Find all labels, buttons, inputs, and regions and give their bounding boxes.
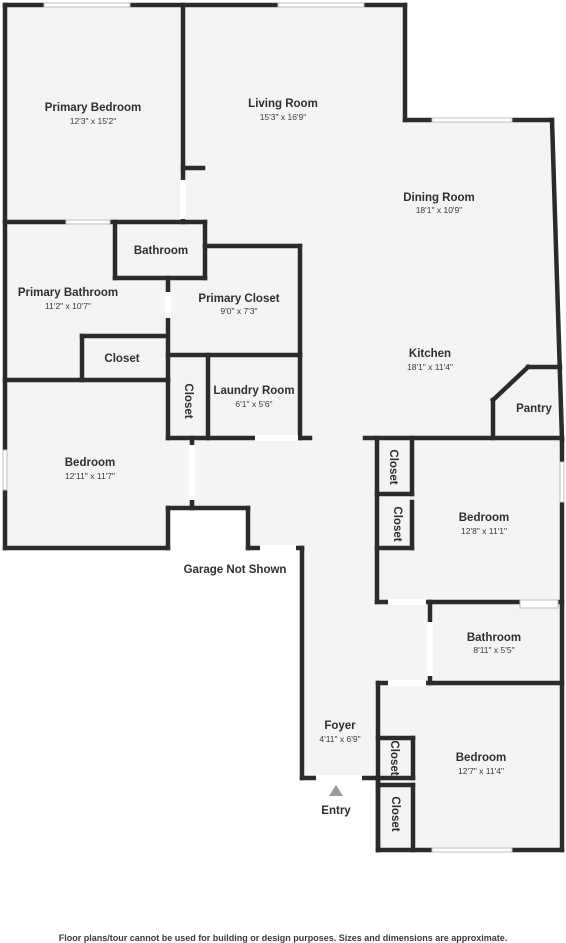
closet-east-2-name: Closet [391, 506, 403, 541]
disclaimer-text: Floor plans/tour cannot be used for buil… [58, 933, 508, 943]
room-pantry: Pantry [516, 403, 552, 415]
primary-bathroom-name: Primary Bathroom [18, 287, 118, 299]
living-room-name: Living Room [248, 98, 318, 110]
room-primary-closet: Primary Closet 9'0" x 7'3" [198, 293, 279, 316]
room-foyer: Foyer 4'11" x 6'9" [319, 720, 360, 744]
laundry-room-dim: 6'1" x 5'6" [235, 399, 272, 409]
bedroom-south-name: Bedroom [456, 752, 506, 764]
primary-bedroom-dim: 12'3" x 15'2" [70, 116, 117, 126]
room-bathroom-wc: Bathroom [134, 245, 188, 257]
room-closet-foyer-2: Closet [389, 796, 401, 831]
pantry-name: Pantry [516, 403, 552, 415]
entry-arrow-icon [329, 785, 343, 796]
closet-foyer-2-name: Closet [389, 796, 401, 831]
bathroom-wc-name: Bathroom [134, 245, 188, 257]
primary-bedroom-name: Primary Bedroom [45, 102, 142, 114]
room-dining-room: Dining Room 18'1" x 10'9" [403, 192, 475, 215]
bedroom-west-name: Bedroom [65, 457, 115, 469]
room-closet-east-2: Closet [391, 506, 403, 541]
living-room-dim: 15'3" x 16'9" [260, 112, 307, 122]
room-closet-east-1: Closet [387, 449, 399, 484]
closet-primary-bath-name: Closet [104, 353, 139, 365]
closet-foyer-1-name: Closet [388, 740, 400, 775]
room-bedroom-east: Bedroom 12'8" x 11'1" [459, 512, 509, 536]
room-kitchen: Kitchen 18'1" x 11'4" [407, 348, 453, 372]
room-bedroom-west: Bedroom 12'11" x 11'7" [65, 457, 115, 481]
door-openings [165, 180, 433, 781]
bathroom-hall-name: Bathroom [467, 632, 521, 644]
room-primary-bathroom: Primary Bathroom 11'2" x 10'7" [18, 287, 118, 311]
bedroom-east-name: Bedroom [459, 512, 509, 524]
floor-area [5, 5, 562, 850]
kitchen-dim: 18'1" x 11'4" [407, 362, 453, 372]
foyer-name: Foyer [324, 720, 356, 732]
dining-room-name: Dining Room [403, 192, 475, 204]
kitchen-name: Kitchen [409, 348, 451, 360]
room-laundry-room: Laundry Room 6'1" x 5'6" [213, 385, 294, 409]
windows [2, 2, 565, 853]
room-bedroom-south: Bedroom 12'7" x 11'4" [456, 752, 506, 776]
closet-laundry-side-name: Closet [182, 383, 194, 418]
room-closet-laundry-side: Closet [182, 383, 194, 418]
bathroom-hall-dim: 8'11" x 5'5" [473, 645, 514, 655]
room-living-room: Living Room 15'3" x 16'9" [248, 98, 318, 122]
bedroom-south-dim: 12'7" x 11'4" [458, 766, 504, 776]
entry-label: Entry [321, 805, 351, 817]
primary-closet-name: Primary Closet [198, 293, 279, 305]
primary-closet-dim: 9'0" x 7'3" [220, 306, 257, 316]
closet-east-1-name: Closet [387, 449, 399, 484]
bedroom-west-dim: 12'11" x 11'7" [65, 471, 115, 481]
room-closet-foyer-1: Closet [388, 740, 400, 775]
dining-room-dim: 18'1" x 10'9" [416, 205, 463, 215]
room-bathroom-hall: Bathroom 8'11" x 5'5" [467, 632, 521, 655]
room-primary-bedroom: Primary Bedroom 12'3" x 15'2" [45, 102, 142, 126]
garage-label: Garage Not Shown [184, 564, 287, 576]
bedroom-east-dim: 12'8" x 11'1" [461, 526, 507, 536]
laundry-room-name: Laundry Room [213, 385, 294, 397]
foyer-dim: 4'11" x 6'9" [319, 734, 360, 744]
primary-bathroom-dim: 11'2" x 10'7" [45, 301, 91, 311]
room-closet-primary-bath: Closet [104, 353, 139, 365]
